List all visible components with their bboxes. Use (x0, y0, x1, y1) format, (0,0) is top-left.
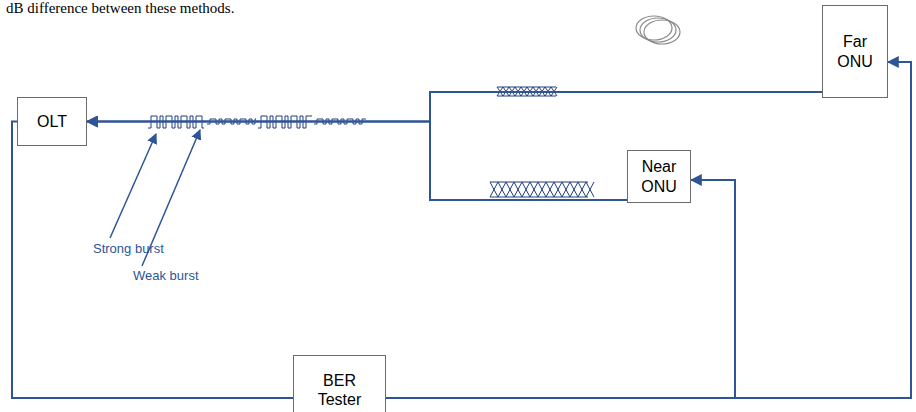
network-unit-box: OLT (17, 97, 87, 146)
network-unit-box: Far ONU (822, 5, 888, 98)
burst-waveform (514, 182, 522, 197)
burst-waveform (514, 182, 522, 197)
burst-waveform (546, 182, 554, 197)
burst-waveform (506, 182, 514, 197)
burst-waveform (570, 182, 578, 197)
burst-waveform (490, 197, 588, 198)
caption-fragment: dB difference between these methods. (6, 0, 234, 17)
burst-waveform (522, 182, 530, 197)
burst-waveform (490, 182, 498, 197)
leader-line (110, 134, 156, 238)
burst-waveform (562, 182, 570, 197)
burst-waveform (538, 182, 546, 197)
burst-waveform (490, 182, 498, 197)
burst-waveform (562, 182, 570, 197)
burst-waveform (578, 182, 586, 197)
burst-waveform (498, 182, 506, 197)
callout-label: Weak burst (133, 268, 199, 283)
burst-waveform (578, 182, 586, 197)
burst-waveform (538, 182, 546, 197)
fiber-link (386, 62, 911, 398)
fiber-link (12, 122, 293, 399)
fiber-link (386, 180, 735, 398)
node-label: OLT (37, 112, 67, 131)
node-label: Far ONU (827, 32, 883, 70)
fiber-link (87, 92, 822, 122)
node-label: BER Tester (310, 371, 369, 409)
callout-label: Strong burst (93, 241, 164, 256)
burst-waveform (497, 87, 556, 88)
burst-waveform (554, 182, 562, 197)
burst-waveform (490, 182, 588, 183)
burst-waveform (522, 182, 530, 197)
fiber-link (87, 122, 627, 201)
burst-waveform (506, 182, 514, 197)
fiber-coil (636, 16, 680, 44)
burst-waveform (530, 182, 538, 197)
burst-waveform (586, 182, 594, 197)
burst-waveform (546, 182, 554, 197)
burst-waveform (570, 182, 578, 197)
burst-waveform (554, 182, 562, 197)
burst-waveform (498, 182, 506, 197)
burst-waveform (586, 182, 594, 197)
test-instrument-box: BER Tester (293, 355, 386, 412)
burst-waveform (497, 96, 556, 97)
burst-signals (148, 87, 594, 197)
node-label: Near ONU (632, 157, 686, 195)
burst-waveform (530, 182, 538, 197)
network-unit-box: Near ONU (627, 150, 691, 203)
